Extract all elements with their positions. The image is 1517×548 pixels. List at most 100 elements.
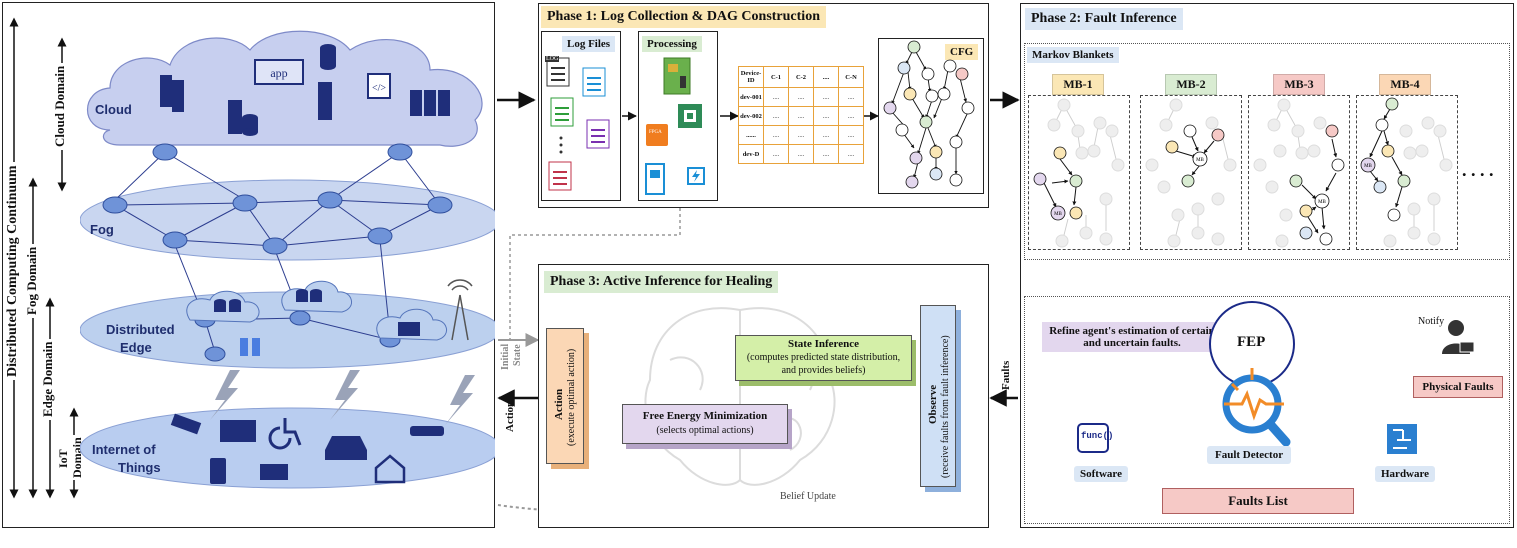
markov-blankets-label: Markov Blankets — [1027, 47, 1119, 63]
table-cell: dev-002 — [738, 106, 764, 126]
code-icon: </> — [372, 83, 386, 94]
mb-3-label: MB-3 — [1273, 74, 1325, 95]
table-cell: .... — [813, 144, 839, 164]
notify-label: Notify — [1418, 316, 1445, 327]
device-table-header: Device-ID C-1 C-2 .... C-N — [738, 66, 864, 88]
table-cell: .... — [813, 125, 839, 145]
table-cell: .... — [813, 87, 839, 107]
layer-fog-label: Fog — [90, 222, 114, 237]
mb-1-label: MB-1 — [1052, 74, 1104, 95]
cfg-graph — [883, 40, 975, 189]
state-inference-sub1: (computes predicted state distribution, — [746, 352, 901, 363]
initial-state-label-1: Initial — [500, 343, 511, 370]
table-cell: dev-001 — [738, 87, 764, 107]
continuum-layers-illustration: app </> — [80, 30, 495, 489]
table-cell: .... — [788, 144, 814, 164]
table-cell: dev-D — [738, 144, 764, 164]
hardware-chip-icon — [1387, 424, 1417, 454]
markov-blankets-box — [1024, 43, 1510, 260]
table-cell: .... — [813, 106, 839, 126]
mb-graphs: MB MB MB MB — [1033, 97, 1453, 248]
phase2-title: Phase 2: Fault Inference — [1025, 8, 1183, 30]
layer-edge-label-2: Edge — [120, 340, 152, 355]
table-cell: .... — [763, 144, 789, 164]
initial-state-label-2: State — [512, 344, 523, 366]
mb-3-box — [1248, 95, 1350, 250]
table-cell: .... — [788, 106, 814, 126]
layer-edge-label-1: Distributed — [106, 322, 175, 337]
hardware-label: Hardware — [1375, 466, 1436, 482]
device-table: Device-ID C-1 C-2 .... C-N dev-001 .... … — [738, 66, 864, 164]
mb-node-label: MB — [1196, 158, 1204, 163]
technician-icon — [1442, 320, 1475, 354]
mb-4-label: MB-4 — [1379, 74, 1431, 95]
cloud-shape — [87, 30, 483, 147]
layer-iot-label-1: Internet of — [92, 442, 156, 457]
log-files-box — [541, 31, 621, 201]
mb-node-label: MB — [1054, 212, 1062, 217]
action-box-sub: (execute optimal action) — [566, 348, 577, 446]
fault-detector-label: Fault Detector — [1207, 446, 1292, 464]
free-energy-sub: (selects optimal actions) — [656, 425, 754, 436]
table-cell: .... — [763, 87, 789, 107]
table-cell: .... — [763, 106, 789, 126]
free-energy-box — [622, 404, 788, 444]
observe-title: Observe — [927, 384, 939, 424]
action-box-title: Action — [553, 388, 565, 420]
phase3-title: Phase 3: Active Inference for Healing — [544, 271, 779, 293]
brain-watermark — [644, 307, 836, 486]
action-arrow-label: Action — [504, 400, 516, 432]
table-cell: .... — [838, 144, 864, 164]
table-cell: .... — [838, 125, 864, 145]
table-header-cell: C-1 — [763, 66, 789, 88]
table-header-cell: .... — [813, 66, 839, 88]
mb-2-box — [1140, 95, 1242, 250]
layer-iot-label-2: Things — [118, 460, 161, 475]
table-row: dev-002 .... .... .... .... — [738, 106, 864, 126]
table-row: ...... .... .... .... .... — [738, 125, 864, 145]
physical-faults-box: Physical Faults — [1413, 376, 1503, 398]
state-inference-box — [735, 335, 912, 381]
faults-list-box: Faults List — [1162, 488, 1354, 514]
observe-sub: (receive faults from fault inference) — [940, 335, 951, 478]
func-icon — [1077, 423, 1109, 453]
app-label: app — [270, 66, 287, 80]
table-header-cell: C-2 — [788, 66, 814, 88]
phase1-title: Phase 1: Log Collection & DAG Constructi… — [541, 6, 826, 28]
table-cell: ...... — [738, 125, 764, 145]
table-cell: .... — [763, 125, 789, 145]
free-energy-title: Free Energy Minimization — [642, 410, 768, 422]
software-label: Software — [1074, 466, 1128, 482]
processing-box — [638, 31, 718, 201]
mb-node-label: MB — [1364, 164, 1372, 169]
mb-ellipsis: . . . . — [1462, 160, 1494, 180]
state-inference-title: State Inference — [788, 338, 859, 350]
table-cell: .... — [788, 125, 814, 145]
refine-note: Refine agent's estimation of certain and… — [1042, 322, 1222, 352]
fault-detection-box — [1024, 296, 1510, 524]
fep-fault-detector — [1209, 301, 1295, 447]
fpga-tag: FPGA — [649, 130, 662, 135]
mb-2-label: MB-2 — [1165, 74, 1217, 95]
state-inference-sub2: and provides beliefs) — [781, 365, 866, 376]
belief-update-label: Belief Update — [780, 491, 836, 502]
layer-cloud-label: Cloud — [95, 102, 132, 117]
table-row: dev-D .... .... .... .... — [738, 144, 864, 164]
cfg-box — [878, 38, 984, 194]
table-row: dev-001 .... .... .... .... — [738, 87, 864, 107]
func-label: func() — [1081, 431, 1114, 441]
observe-box — [920, 305, 956, 487]
fep-label: FEP — [1237, 334, 1266, 350]
cfg-label: CFG — [945, 44, 979, 60]
mb-node-label: MB — [1318, 200, 1326, 205]
processing-icons — [645, 57, 705, 195]
log-files-label: Log Files — [562, 36, 616, 52]
table-cell: .... — [838, 106, 864, 126]
mb-4-box — [1356, 95, 1458, 250]
mb-1-box — [1028, 95, 1130, 250]
processing-label: Processing — [642, 36, 702, 52]
log-tag: LOG — [545, 56, 560, 62]
faults-arrow-label: Faults — [1000, 360, 1012, 390]
action-box — [546, 328, 584, 464]
table-header-cell: Device-ID — [738, 66, 764, 88]
